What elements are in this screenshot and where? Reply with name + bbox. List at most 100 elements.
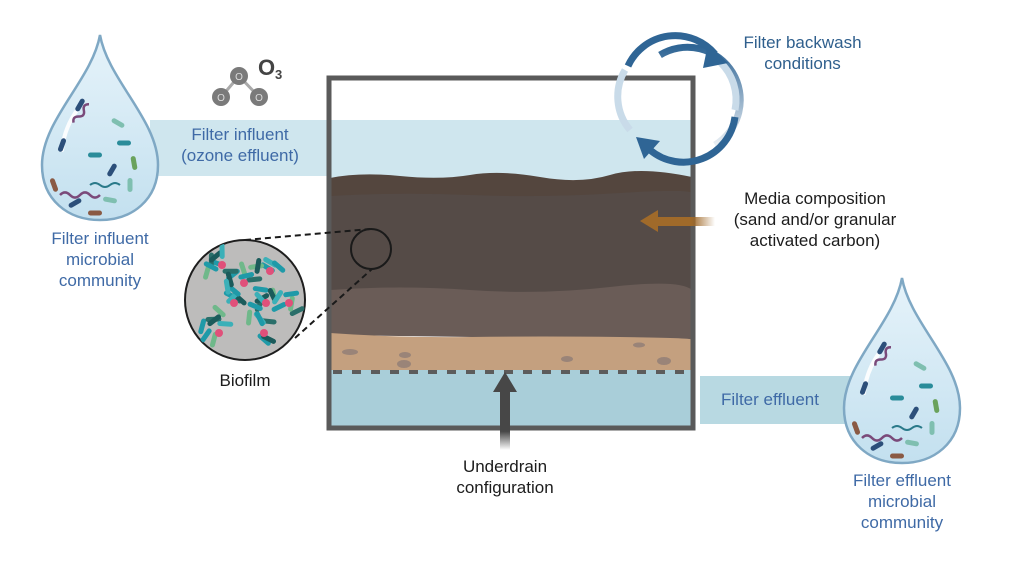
influent-stream-label: Filter influent (ozone effluent)	[150, 124, 330, 166]
ozone-atom-label: O	[235, 72, 243, 83]
bacteria-cell-icon	[266, 267, 274, 275]
tank-wall	[326, 75, 696, 431]
effluent-community-label-line: Filter effluent	[853, 471, 951, 490]
microbe-icon	[130, 156, 138, 170]
effluent-community-label: Filter effluent microbial community	[822, 470, 982, 533]
ozone-subscript: 3	[275, 67, 282, 82]
microbe-icon	[49, 178, 59, 192]
bacteria-cell-icon	[254, 311, 265, 327]
biofilm-label: Biofilm	[219, 371, 271, 390]
microbe-icon	[88, 152, 102, 158]
sand-layer	[330, 333, 693, 370]
influent-stream-label-line: (ozone effluent)	[181, 146, 299, 165]
bacteria-cell-icon	[209, 331, 218, 348]
microbe-icon	[929, 421, 935, 435]
bacteria-cell-icon	[262, 299, 270, 307]
bacteria-cell-icon	[257, 333, 271, 346]
influent-community-label-line: community	[58, 271, 142, 290]
microbe-icon	[75, 98, 85, 112]
influent-stream	[150, 120, 330, 176]
media-lower-layer	[330, 283, 692, 340]
biofilm-magnifier	[184, 228, 392, 361]
bacteria-cell-icon	[207, 314, 222, 327]
microbe-icon	[932, 399, 940, 413]
bacteria-cell-icon	[215, 329, 223, 337]
backwash-cycle-icon	[614, 32, 744, 166]
underdrain-label-line: configuration	[456, 478, 554, 497]
microbe-icon	[111, 118, 125, 128]
filter-tank	[326, 75, 696, 431]
bacteria-cell-icon	[238, 272, 255, 280]
microbe-icon	[913, 361, 927, 371]
bacteria-cell-icon	[260, 329, 268, 337]
influent-community-label: Filter influent microbial community	[20, 228, 180, 291]
droplet-shape	[40, 34, 160, 222]
microbe-icon	[919, 383, 933, 389]
bacteria-cell-icon	[246, 309, 253, 326]
underdrain-label-line: Underdrain	[462, 457, 548, 476]
microbe-icon	[890, 395, 904, 401]
microbe-icon	[909, 406, 919, 420]
bacteria-cell-icon	[223, 278, 231, 295]
microbe-icon	[870, 441, 884, 451]
bacteria-cell-icon	[227, 284, 241, 297]
media-label-line: activated carbon)	[749, 231, 881, 250]
media-arrow-icon	[640, 210, 715, 232]
bacteria-cell-icon	[285, 299, 293, 307]
effluent-stream	[700, 376, 860, 424]
influent-community-label-line: Filter influent	[51, 229, 149, 248]
microbe-icon	[88, 210, 102, 216]
media-main-layer	[330, 190, 693, 295]
microbe-icon	[859, 381, 869, 395]
bacteria-cell-icon	[252, 286, 269, 293]
bacteria-cell-icon	[272, 290, 284, 305]
microbe-icon	[117, 140, 131, 146]
ozone-formula: O	[258, 55, 275, 80]
influent-stream-label-line: Filter influent	[191, 125, 289, 144]
bacteria-cell-icon	[225, 271, 234, 288]
bacteria-cell-icon	[212, 304, 226, 318]
bacteria-cell-icon	[271, 260, 286, 273]
droplet-shape	[842, 277, 962, 465]
backwash-label-line: conditions	[764, 54, 841, 73]
bacteria-cell-icon	[240, 279, 248, 287]
effluent-droplet-icon	[842, 277, 962, 465]
bacteria-cell-icon	[247, 301, 263, 311]
microbe-icon	[68, 198, 82, 208]
microbe-icon	[890, 453, 904, 459]
effluent-community-label-line: community	[860, 513, 944, 532]
bacteria-cell-icon	[289, 306, 305, 317]
bacteria-cell-icon	[239, 261, 248, 277]
underdrain-water	[330, 370, 692, 428]
bacteria-cell-icon	[203, 261, 219, 272]
effluent-community-label-line: microbial	[867, 492, 937, 511]
backwash-label-line: Filter backwash	[743, 33, 862, 52]
bacteria-cell-icon	[217, 320, 234, 327]
bacteria-cell-icon	[218, 261, 226, 269]
microbe-icon	[851, 421, 861, 435]
media-label-line: (sand and/or granular	[733, 210, 897, 229]
microbe-icon	[107, 163, 117, 177]
bacteria-cell-icon	[283, 290, 300, 298]
bacteria-cell-icon	[200, 328, 212, 343]
microbe-icon	[905, 439, 919, 447]
biofilm-bacteria-icon	[198, 242, 305, 348]
microbe-icon	[127, 178, 133, 192]
bacteria-cell-icon	[271, 302, 287, 312]
backwash-label: Filter backwash conditions	[730, 32, 875, 74]
media-composition-label: Media composition (sand and/or granular …	[715, 188, 915, 251]
underdrain-label: Underdrain configuration	[430, 456, 580, 498]
microbe-icon	[877, 341, 887, 355]
underdrain-arrow-icon	[493, 372, 517, 450]
media-label-line: Media composition	[744, 189, 886, 208]
bacteria-cell-icon	[219, 242, 225, 259]
ozone-atom-label: O	[255, 93, 263, 104]
effluent-stream-label: Filter effluent	[721, 390, 819, 409]
bacteria-cell-icon	[208, 250, 223, 263]
ozone-atom-label: O	[217, 93, 225, 104]
bacteria-cell-icon	[254, 257, 262, 274]
influent-community-label-line: microbial	[65, 250, 135, 269]
influent-droplet-icon	[40, 34, 160, 222]
bacteria-cell-icon	[230, 299, 238, 307]
